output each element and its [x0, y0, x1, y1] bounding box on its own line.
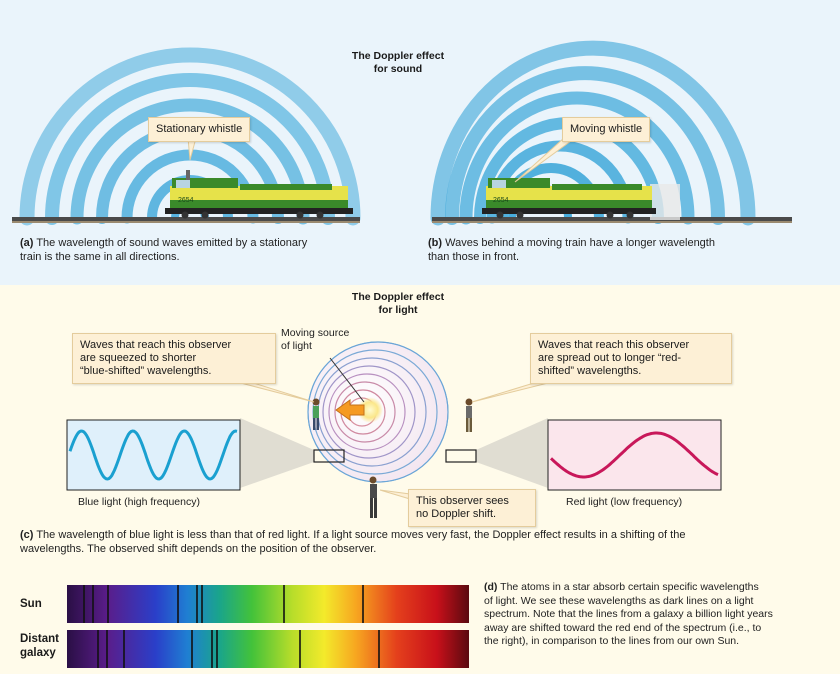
- caption-a-line2: train is the same in all directions.: [20, 251, 180, 263]
- blue-light-label: Blue light (high frequency): [78, 496, 200, 508]
- caption-b: (b) Waves behind a moving train have a l…: [428, 236, 808, 264]
- red-light-label: Red light (low frequency): [566, 496, 683, 508]
- light-title-line2: for light: [378, 304, 418, 316]
- light-wave-disc: [307, 341, 449, 483]
- no-shift-callout: This observer sees no Doppler shift.: [408, 489, 536, 527]
- caption-c-line2: wavelengths. The observed shift depends …: [20, 543, 377, 555]
- caption-c: (c) The wavelength of blue light is less…: [20, 528, 820, 556]
- rail-track-right: [432, 217, 792, 223]
- observer-right-icon: [465, 398, 473, 432]
- stationary-whistle-label: Stationary whistle: [148, 117, 251, 142]
- light-title-line1: The Doppler effect: [351, 291, 445, 303]
- light-title: The Doppler effect for light: [318, 291, 478, 317]
- observer-left-icon: [312, 398, 320, 430]
- galaxy-label: Distant galaxy: [20, 633, 59, 659]
- caption-a-tag: (a): [20, 237, 34, 249]
- sun-spectrum: [67, 585, 469, 623]
- caption-d: (d) The atoms in a star absorb certain s…: [484, 581, 773, 648]
- train-number-right: 2654: [493, 197, 509, 204]
- blue-wave: [68, 429, 238, 481]
- caption-b-line2: than those in front.: [428, 251, 520, 263]
- sound-title-line2: for sound: [373, 63, 423, 75]
- moving-whistle-label: Moving whistle: [562, 117, 651, 142]
- red-magnifier-wedge: [476, 418, 548, 488]
- blue-sample-box: [313, 449, 345, 463]
- sun-label: Sun: [20, 598, 42, 610]
- rail-track-left: [12, 217, 360, 223]
- motion-arrow-icon: [335, 399, 365, 421]
- blue-magnifier-wedge: [240, 418, 314, 488]
- blue-shift-callout: Waves that reach this observer are squee…: [72, 333, 276, 384]
- caption-a-line1: The wavelength of sound waves emitted by…: [36, 237, 308, 249]
- red-wave: [549, 431, 719, 479]
- galaxy-spectrum: [67, 630, 469, 668]
- observer-bottom-icon: [369, 476, 377, 518]
- caption-b-tag: (b): [428, 237, 443, 249]
- moving-train: [482, 178, 680, 220]
- sound-title: The Doppler effect for sound: [318, 50, 478, 76]
- caption-b-line1: Waves behind a moving train have a longe…: [445, 237, 715, 249]
- train-number-left: 2654: [178, 197, 194, 204]
- caption-c-tag: (c): [20, 529, 34, 541]
- moving-source-label: Moving source of light: [281, 327, 350, 352]
- source-pointer-line: [329, 357, 365, 403]
- red-sample-box: [445, 449, 477, 463]
- red-shift-callout: Waves that reach this observer are sprea…: [530, 333, 732, 384]
- caption-a: (a) The wavelength of sound waves emitte…: [20, 236, 400, 264]
- red-wave-box: [547, 419, 722, 491]
- sound-title-line1: The Doppler effect: [351, 50, 445, 62]
- caption-c-line1: The wavelength of blue light is less tha…: [36, 529, 686, 541]
- caption-d-tag: (d): [484, 581, 498, 593]
- stationary-train: [165, 170, 353, 219]
